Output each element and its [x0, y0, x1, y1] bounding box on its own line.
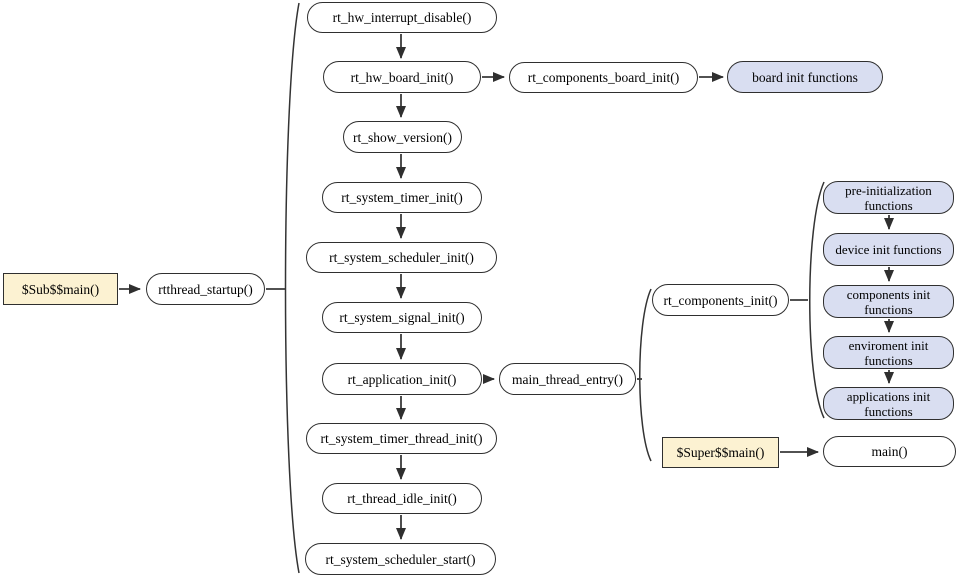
- node-rt-system-scheduler-init: rt_system_scheduler_init(): [306, 242, 497, 273]
- node-applications-init-functions: applications init functions: [823, 387, 954, 420]
- node-rt-thread-idle-init: rt_thread_idle_init(): [322, 483, 482, 514]
- node-rt-application-init: rt_application_init(): [322, 363, 482, 395]
- node-components-init-functions: components init functions: [823, 285, 954, 318]
- node-rt-components-board-init: rt_components_board_init(): [509, 62, 698, 93]
- node-rtthread-startup: rtthread_startup(): [146, 273, 265, 305]
- node-rt-system-scheduler-start: rt_system_scheduler_start(): [305, 543, 496, 575]
- node-rt-system-signal-init: rt_system_signal_init(): [322, 302, 482, 333]
- startup-brace: [284, 2, 300, 574]
- node-main-thread-entry: main_thread_entry(): [499, 363, 636, 395]
- node-rt-hw-interrupt-disable: rt_hw_interrupt_disable(): [307, 2, 497, 33]
- node-board-init-functions: board init functions: [727, 61, 883, 93]
- components-init-brace: [809, 181, 825, 419]
- node-rt-hw-board-init: rt_hw_board_init(): [323, 61, 481, 93]
- node-enviroment-init-functions: enviroment init functions: [823, 336, 954, 369]
- node-device-init-functions: device init functions: [823, 233, 954, 266]
- node-rt-components-init: rt_components_init(): [652, 284, 789, 316]
- node-pre-initialization-functions: pre-initialization functions: [823, 181, 954, 214]
- node-main: main(): [823, 436, 956, 467]
- node-rt-system-timer-init: rt_system_timer_init(): [322, 182, 482, 213]
- node-super-main: $Super$$main(): [662, 437, 779, 468]
- node-rt-show-version: rt_show_version(): [343, 121, 462, 153]
- node-rt-system-timer-thread-init: rt_system_timer_thread_init(): [306, 423, 497, 454]
- node-sub-main: $Sub$$main(): [3, 273, 118, 305]
- main-thread-brace: [639, 288, 652, 462]
